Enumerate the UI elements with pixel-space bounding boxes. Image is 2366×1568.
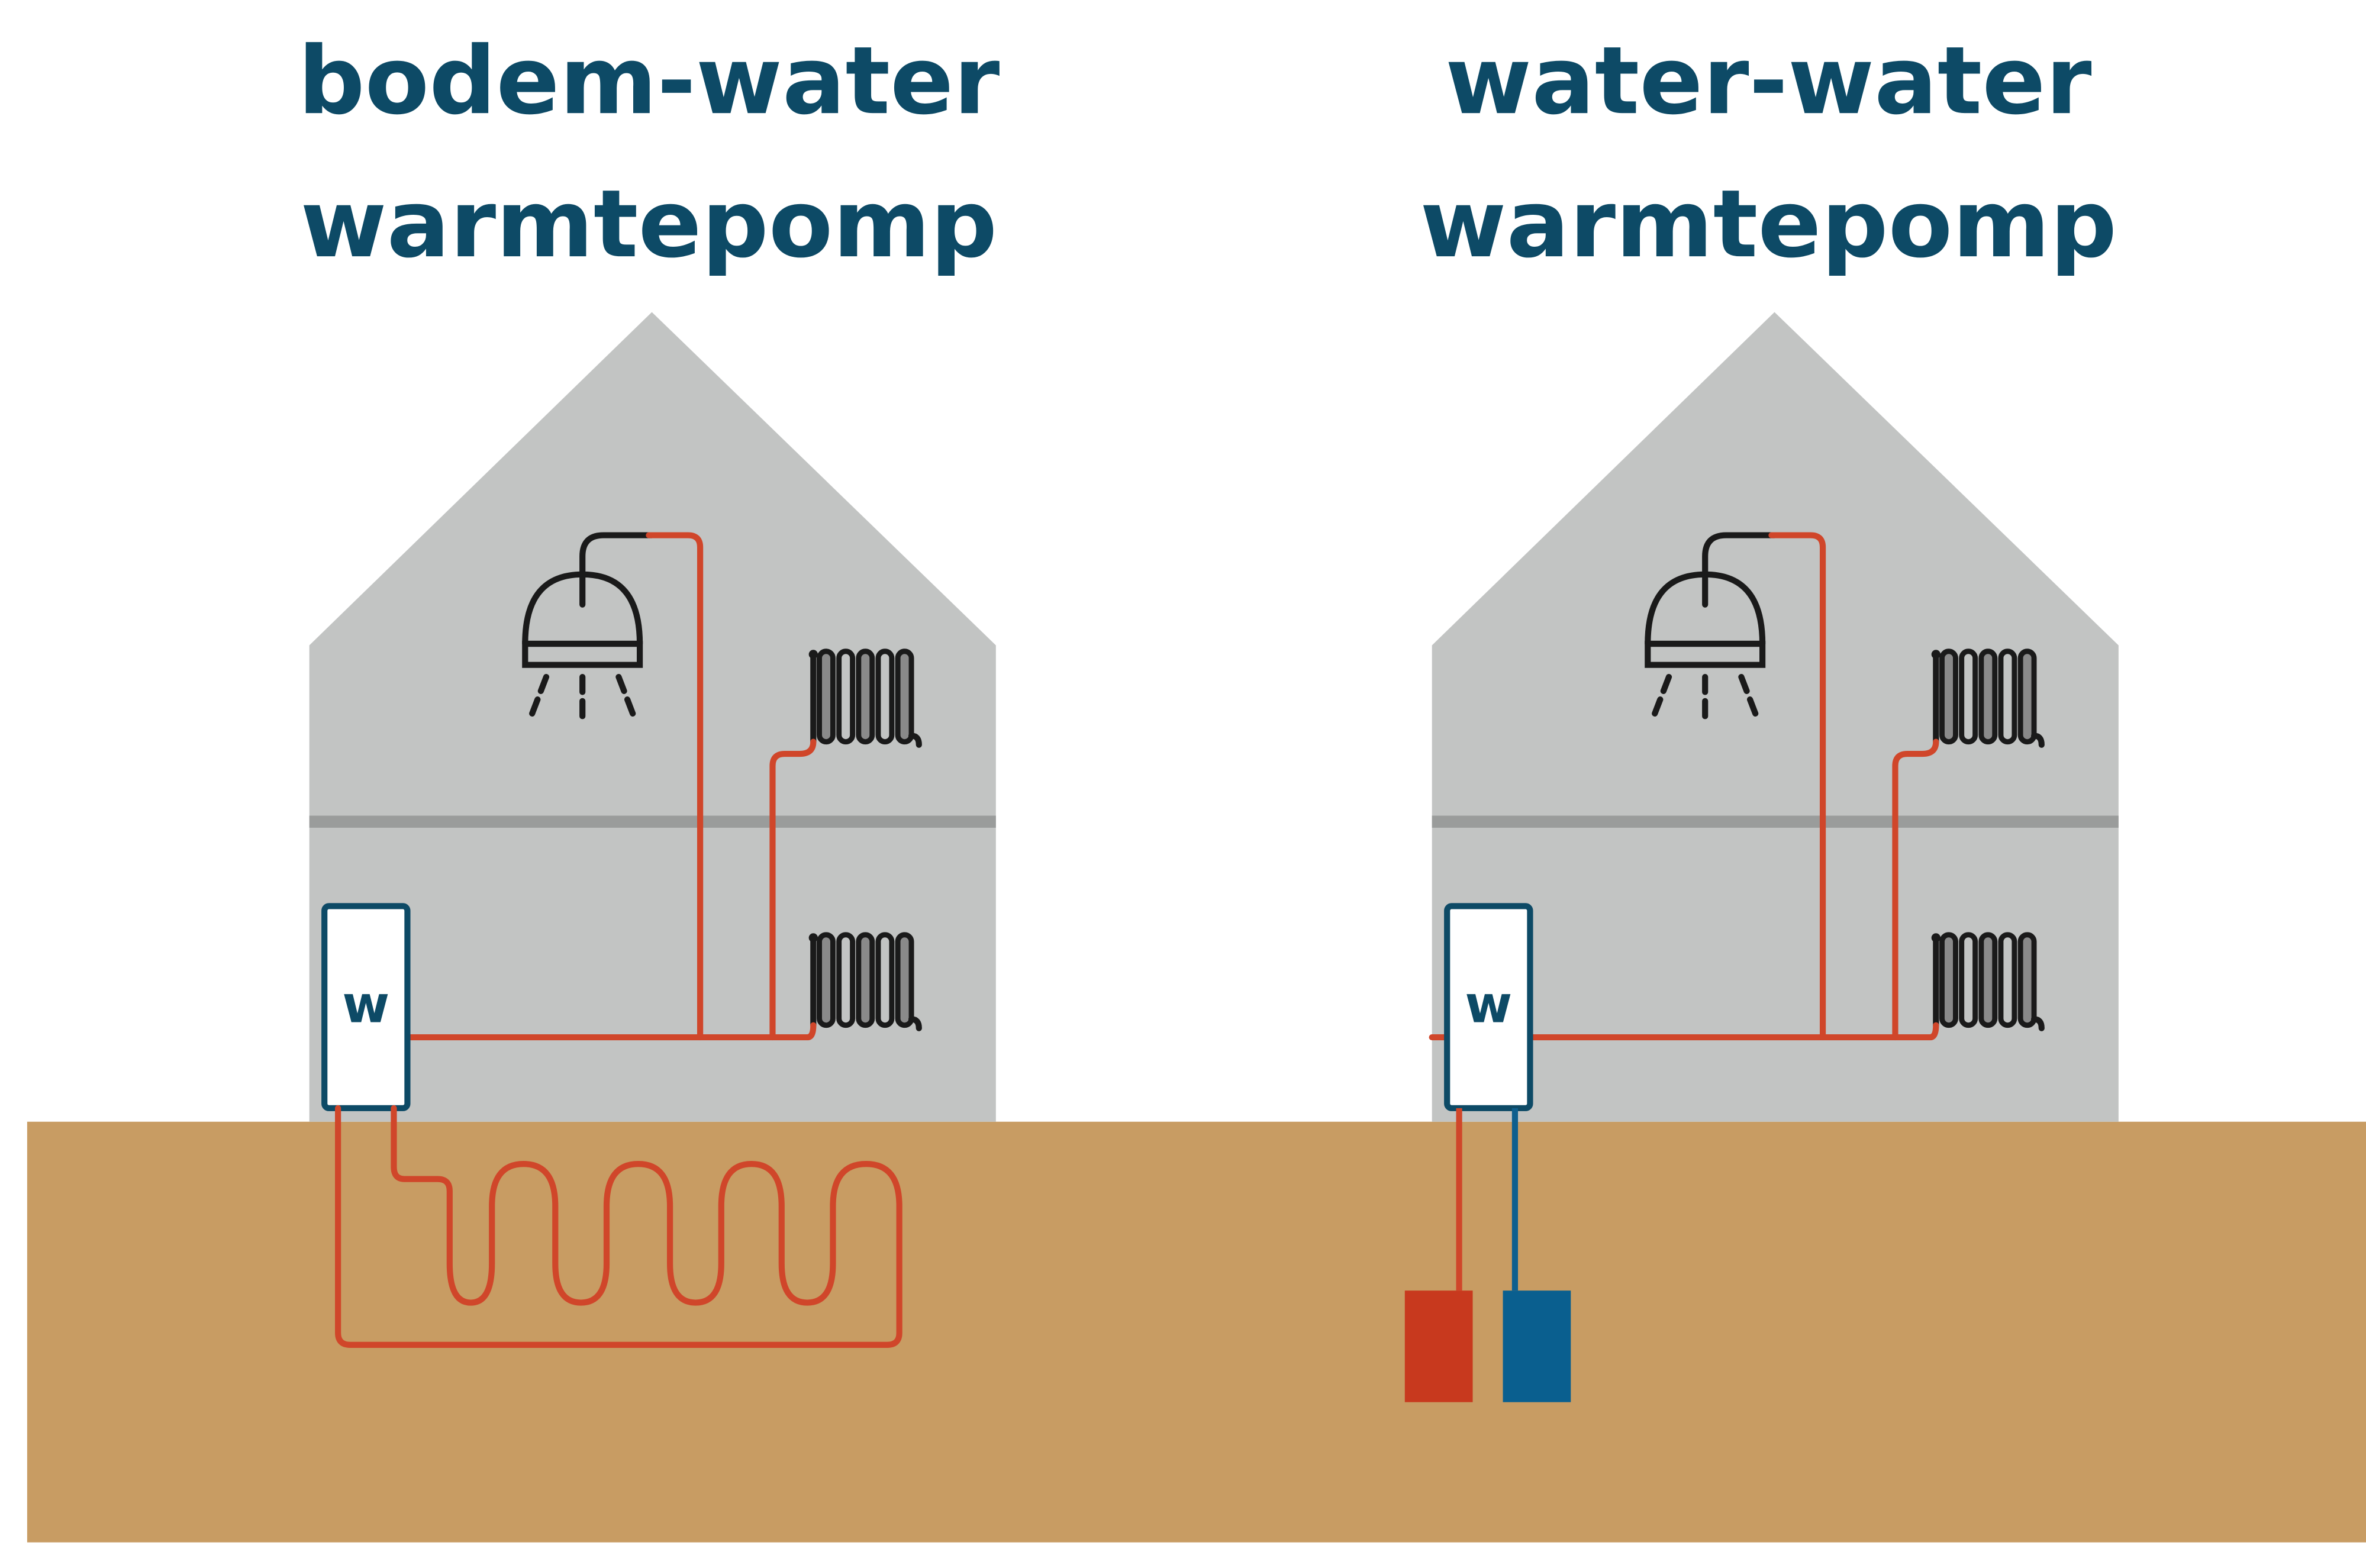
- house: [309, 312, 996, 1122]
- floor-divider: [1432, 815, 2119, 828]
- title-line-1: water-water: [1445, 27, 2091, 135]
- title-line-2: warmtepomp: [301, 170, 998, 279]
- floor-divider: [309, 815, 996, 828]
- panel-water-water: water-water warmtepomp w: [1404, 27, 2119, 1402]
- well-hot: [1404, 1290, 1473, 1402]
- heat-pump-unit: w: [321, 903, 411, 1111]
- well-cold: [1503, 1290, 1571, 1402]
- radiator-icon-lower: [809, 933, 919, 1028]
- title-line-2: warmtepomp: [1420, 170, 2117, 279]
- panel-bodem-water: bodem-water warmtepomp w: [298, 27, 1000, 1348]
- indoor-hot-pipes: [1429, 532, 1939, 1041]
- radiator-icon-upper: [1932, 650, 2042, 745]
- indoor-hot-pipes: [404, 532, 817, 1041]
- heat-pump-unit: w: [1444, 903, 1533, 1111]
- radiator-icon-upper: [809, 650, 919, 745]
- house: [1432, 312, 2119, 1122]
- unit-label: w: [1465, 976, 1512, 1035]
- title-line-1: bodem-water: [298, 27, 1000, 135]
- ground: [27, 1121, 2366, 1543]
- ground-loop-pipe: [335, 1105, 902, 1348]
- radiator-icon-lower: [1932, 933, 2042, 1028]
- unit-label: w: [342, 976, 389, 1035]
